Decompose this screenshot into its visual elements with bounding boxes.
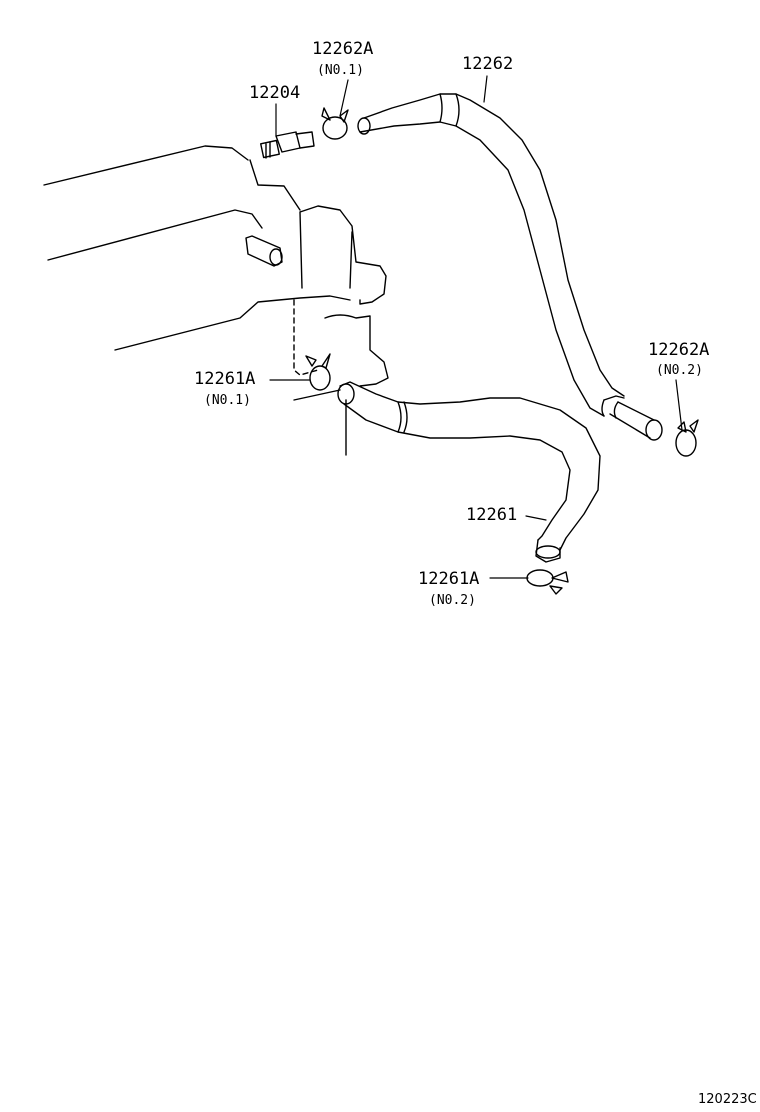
stud-bolt [245,235,283,267]
clamp-12261A-no2 [526,569,569,595]
figure-id: 120223C [698,1092,757,1107]
cylinder-head-outline [43,145,351,456]
callout-note: (N0.2) [429,593,476,608]
fitting-12204 [260,131,315,159]
clamp-12262A-no2 [675,419,699,457]
leader-lines [269,75,683,579]
clamp-12261A-no1 [305,353,331,391]
callout-part-number: 12204 [249,83,301,103]
callout-note: (N0.1) [317,63,364,78]
callout-note: (N0.1) [204,393,251,408]
callout-part-number: 12262A [312,39,374,59]
hose-12262 [357,93,663,441]
clamp-12262A-no1 [321,107,349,140]
hose-12261 [337,381,601,563]
callout-part-number: 12262A [648,340,710,360]
callout-note: (N0.2) [656,363,703,378]
callout-part-number: 12261 [466,505,518,525]
callout-part-number: 12261A [194,369,256,389]
water-outlet-housing [293,205,389,387]
callout-part-number: 12261A [418,569,480,589]
callout-part-number: 12262 [462,54,514,74]
